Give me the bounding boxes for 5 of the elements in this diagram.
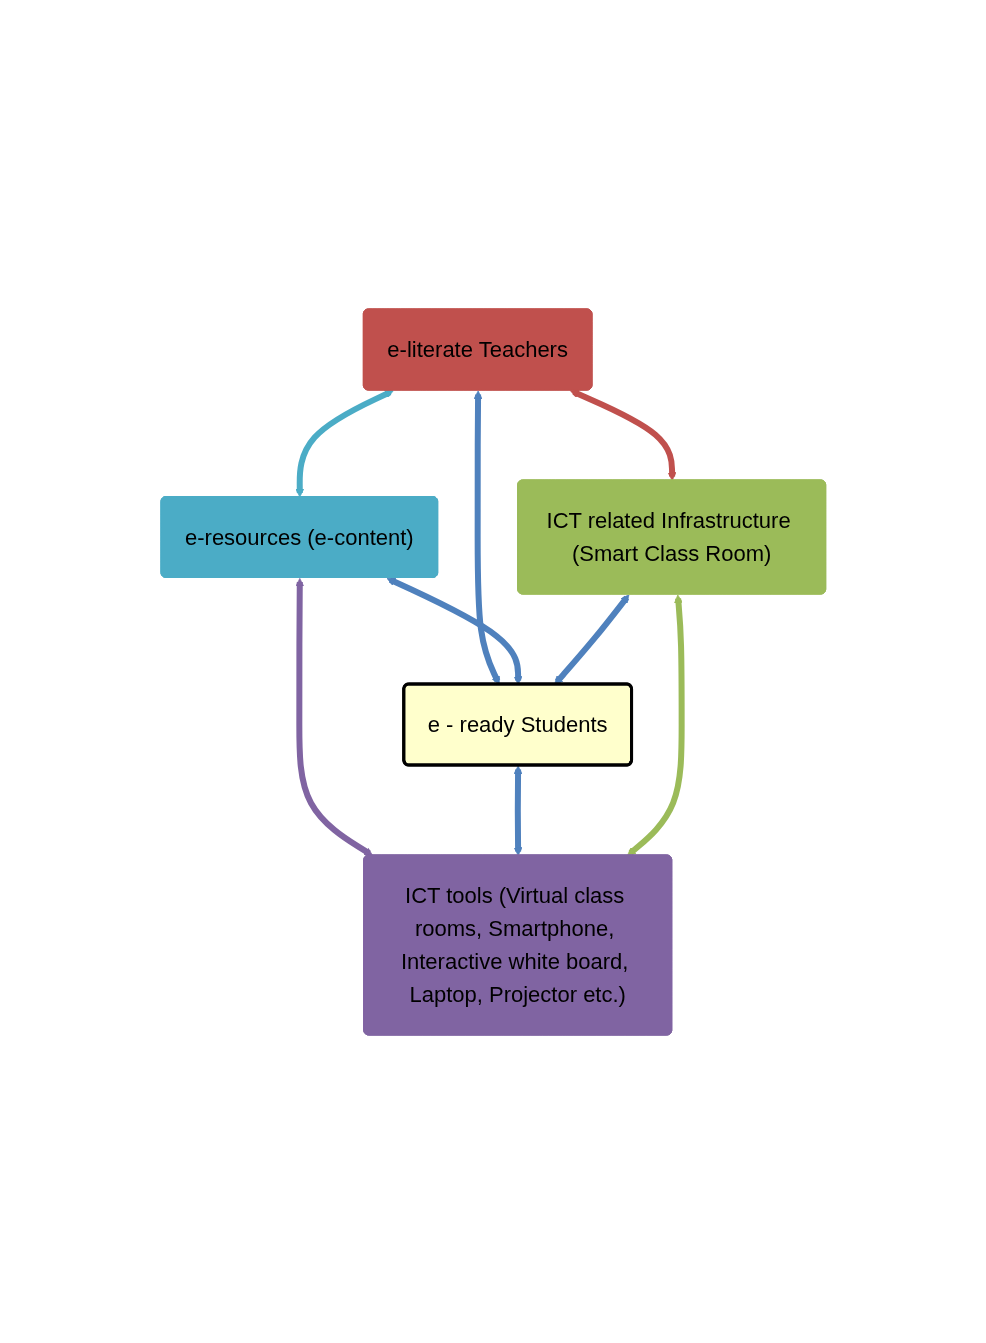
- arrow: [295, 577, 373, 856]
- arrow: [626, 594, 685, 856]
- arrow: [295, 389, 394, 497]
- arrow: [513, 765, 523, 856]
- arrow: [569, 388, 677, 481]
